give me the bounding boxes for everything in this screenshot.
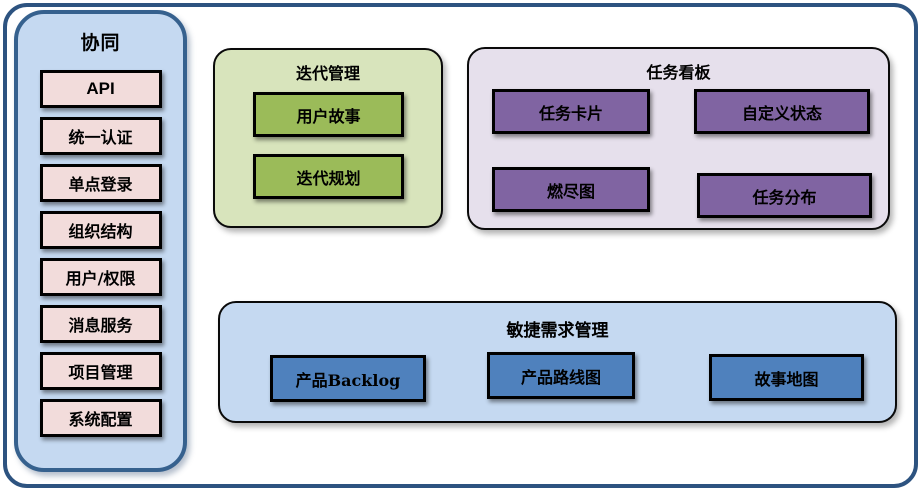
collaboration-item-list: API 统一认证 单点登录 组织结构 用户/权限 消息服务 项目管理 系统配置 [39,70,162,437]
node-product-roadmap: 产品路线图 [487,352,635,399]
group-task-board: 任务看板 任务卡片 自定义状态 燃尽图 任务分布 [467,47,890,230]
agile-group-title: 敏捷需求管理 [506,321,609,340]
node-custom-status: 自定义状态 [694,89,870,134]
sidebar-item-sso: 单点登录 [39,164,162,202]
node-story-map: 故事地图 [709,354,864,401]
sidebar-item-unified-auth: 统一认证 [39,117,162,155]
sidebar-item-message-service: 消息服务 [39,305,162,343]
node-user-story: 用户故事 [253,92,404,137]
node-task-card: 任务卡片 [492,89,650,134]
node-burndown-chart: 燃尽图 [492,167,650,212]
sidebar-item-org-structure: 组织结构 [39,211,162,249]
sidebar-item-system-config: 系统配置 [39,399,162,437]
sidebar-item-user-permissions: 用户/权限 [39,258,162,296]
sidebar-item-project-management: 项目管理 [39,352,162,390]
collaboration-panel-title: 协同 [80,33,121,54]
iteration-group-title: 迭代管理 [295,66,360,83]
node-iteration-planning: 迭代规划 [253,154,404,199]
node-product-backlog: 产品Backlog [270,355,426,402]
group-iteration-management: 迭代管理 用户故事 迭代规划 [213,48,443,228]
group-agile-requirements: 敏捷需求管理 产品Backlog 产品路线图 故事地图 [218,301,897,423]
sidebar-item-api: API [39,70,162,108]
collaboration-panel: 协同 API 统一认证 单点登录 组织结构 用户/权限 消息服务 项目管理 系统… [14,10,187,472]
node-task-distribution: 任务分布 [697,173,872,218]
task-board-group-title: 任务看板 [646,65,711,82]
